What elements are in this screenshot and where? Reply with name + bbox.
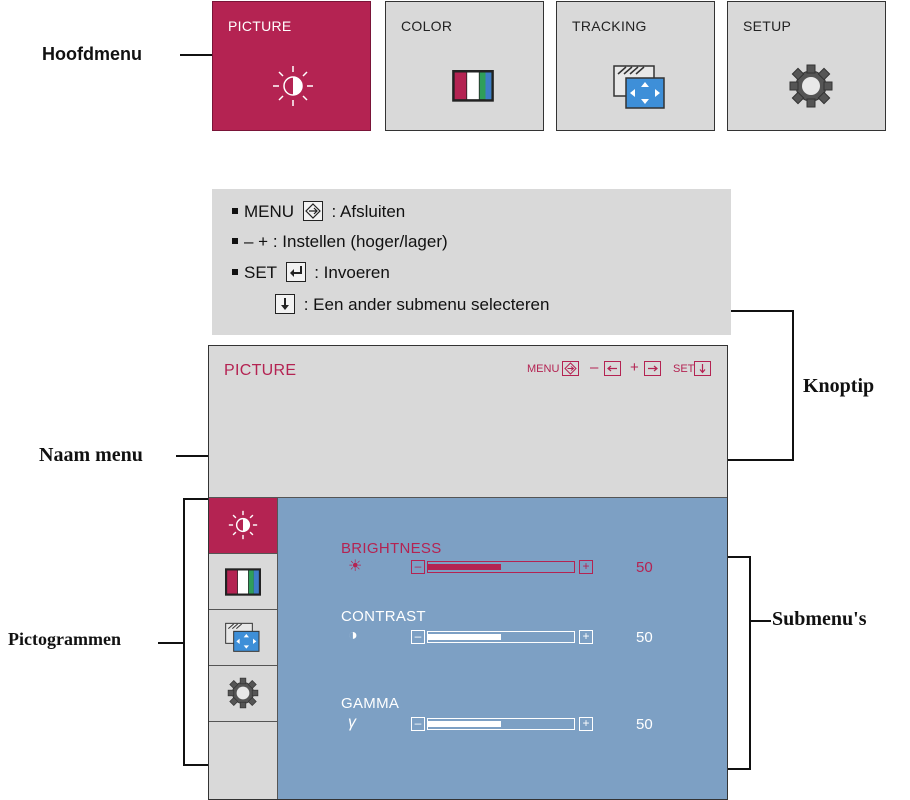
tip-key: MENU [244,202,295,221]
hint-menu: MENU [527,363,560,375]
tracking-icon [225,622,260,652]
contrast-icon: ◑ [348,627,358,644]
slider-fill [428,721,501,727]
tip-text: : Een ander submenu selecteren [303,295,550,314]
icon-tracking[interactable] [209,610,277,666]
gamma-slider[interactable]: – + [411,717,611,731]
submenus-bracket-top [728,556,751,558]
plus-icon[interactable]: + [579,560,593,574]
sun-icon: ☀ [348,558,363,575]
down-arrow-icon [275,293,295,314]
color-bars-icon [452,70,494,102]
gear-icon [789,64,833,108]
tab-tracking[interactable]: TRACKING [556,1,715,131]
bullet [232,268,238,275]
tab-picture[interactable]: PICTURE [212,1,371,131]
button-tips-label: Knoptip [803,375,875,397]
left-arrow-icon [604,361,621,376]
right-arrow-icon [644,361,661,376]
menu-name-label: Naam menu [39,444,143,466]
submenu-brightness-label[interactable]: BRIGHTNESS [341,540,442,557]
brightness-icon [228,510,258,540]
button-tips-box: MENU : Afsluiten – + : Instellen (hoger/… [212,189,731,335]
color-bars-icon [225,568,261,596]
tip-row-set: SET : Invoeren [232,261,390,284]
submenu-gamma-label[interactable]: GAMMA [341,695,400,712]
tip-row-menu: MENU : Afsluiten [232,200,406,223]
tip-row-adjust: – + : Instellen (hoger/lager) [232,232,448,252]
menu-name-leader [176,455,208,457]
enter-icon [285,261,306,282]
brightness-slider[interactable]: – + [411,560,611,574]
tip-row-select: : Een ander submenu selecteren [271,293,550,316]
icons-label: Pictogrammen [8,629,121,649]
tip-key: SET [244,263,277,282]
osd-header: PICTURE MENU – + SET [209,346,727,498]
down-arrow-icon [694,361,711,376]
tab-color[interactable]: COLOR [385,1,544,131]
icon-color[interactable] [209,554,277,610]
tip-text: : Invoeren [314,263,390,282]
osd-window: PICTURE MENU – + SET [208,345,728,800]
contrast-slider[interactable]: – + [411,630,611,644]
bullet [232,237,238,244]
main-menu-label: Hoofdmenu [42,44,142,64]
icon-setup[interactable] [209,666,277,722]
gamma-icon: γ [348,714,356,731]
osd-title: PICTURE [224,362,297,379]
minus-icon[interactable]: – [411,717,425,731]
tip-text: : Afsluiten [331,202,406,221]
tab-label: SETUP [743,18,792,34]
slider-track [427,631,575,643]
tips-leader-h1 [731,310,794,312]
minus-icon[interactable]: – [411,560,425,574]
gear-icon [227,677,259,709]
icons-bracket-bottom [183,764,208,766]
brightness-icon [273,66,313,106]
hint-minus: – [590,359,599,376]
slider-track [427,561,575,573]
menu-exit-icon [562,361,579,376]
brightness-value: 50 [636,559,653,576]
submenus-leader-h [751,620,771,622]
tab-label: COLOR [401,18,453,34]
slider-fill [428,634,501,640]
main-menu-leader [180,54,212,56]
tips-leader-v [792,310,794,461]
submenus-label: Submenu's [772,608,867,630]
submenu-contrast-label[interactable]: CONTRAST [341,608,426,625]
minus-icon[interactable]: – [411,630,425,644]
hint-plus: + [630,359,639,376]
submenus-bracket-v [749,556,751,770]
hint-set: SET [673,363,695,375]
slider-fill [428,564,501,570]
tips-leader-h2 [728,459,794,461]
plus-icon[interactable]: + [579,717,593,731]
tracking-icon [613,65,665,109]
icon-column [209,498,278,799]
icon-picture[interactable] [209,498,277,554]
slider-track [427,718,575,730]
bullet [232,207,238,214]
submenus-bracket-bottom [728,768,751,770]
gamma-value: 50 [636,716,653,733]
tip-key: – + : Instellen (hoger/lager) [244,232,448,251]
tab-label: PICTURE [228,18,292,34]
tab-setup[interactable]: SETUP [727,1,886,131]
icons-bracket-top [183,498,208,500]
icons-leader-h [158,642,183,644]
icons-bracket-v [183,498,185,766]
menu-exit-icon [302,200,323,221]
tab-label: TRACKING [572,18,647,34]
contrast-value: 50 [636,629,653,646]
plus-icon[interactable]: + [579,630,593,644]
